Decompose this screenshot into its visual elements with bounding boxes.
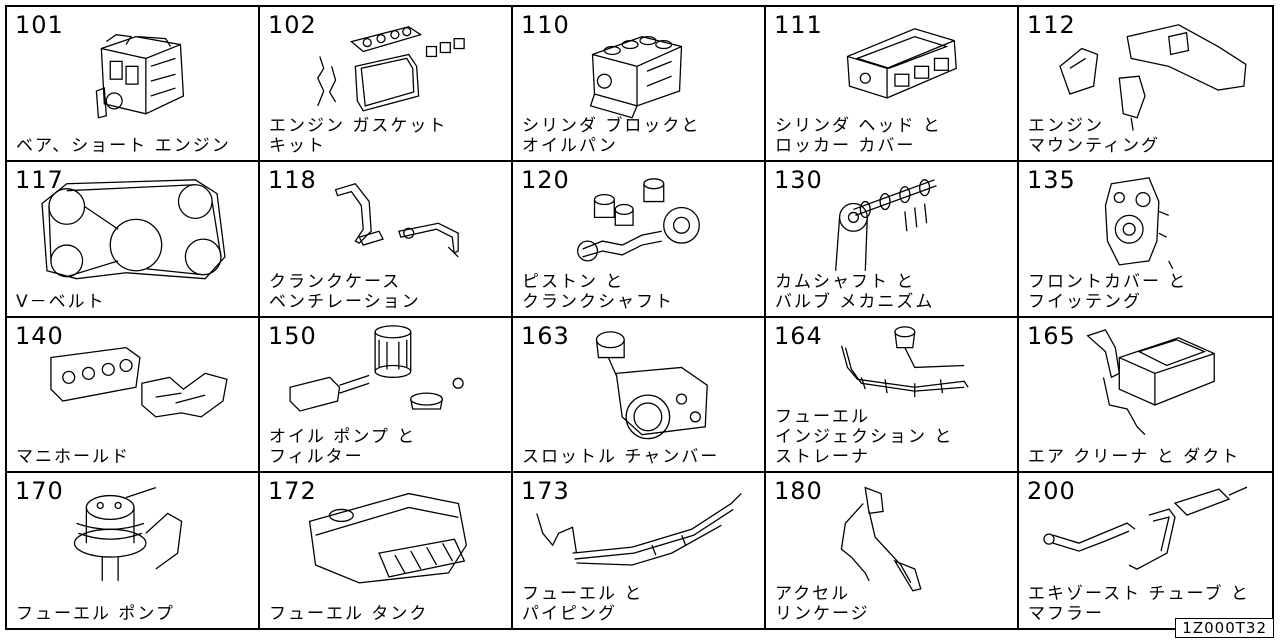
- category-label: カムシャフト とバルブ メカニズム: [775, 271, 935, 312]
- category-number: 117: [15, 166, 64, 195]
- category-number: 101: [15, 11, 64, 39]
- category-label: クランクケースベンチレーション: [269, 271, 421, 312]
- category-label: スロットル チャンバー: [522, 446, 720, 467]
- category-number: 102: [268, 11, 317, 39]
- category-cell-102[interactable]: 102 エンジン ガスケットキット: [260, 7, 513, 163]
- category-cell-163[interactable]: 163 スロットル チャンバー: [513, 317, 766, 473]
- category-number: 111: [774, 11, 823, 39]
- category-label: マニホールド: [16, 446, 130, 467]
- category-label: シリンダ ヘッド とロッカー カバー: [775, 116, 942, 157]
- category-cell-170[interactable]: 170 フューエル ポンプ: [7, 472, 260, 628]
- category-number: 172: [268, 476, 317, 505]
- category-number: 164: [774, 321, 823, 350]
- category-number: 200: [1027, 476, 1076, 505]
- category-cell-111[interactable]: 111 シリンダ ヘッド とロッカー カバー: [766, 7, 1019, 163]
- category-label: ベア、ショート エンジン: [16, 136, 231, 157]
- category-cell-173[interactable]: 173 フューエル とパイピング: [513, 472, 766, 628]
- category-cell-118[interactable]: 118 クランクケースベンチレーション: [260, 162, 513, 318]
- category-label: アクセルリンケージ: [775, 584, 870, 624]
- category-number: 135: [1027, 166, 1076, 195]
- category-cell-172[interactable]: 172 フューエル タンク: [260, 472, 513, 628]
- category-label: エンジン ガスケットキット: [269, 116, 448, 157]
- category-number: 150: [268, 321, 317, 350]
- category-number: 112: [1027, 11, 1076, 39]
- category-cell-150[interactable]: 150 オイル ポンプ とフィルター: [260, 317, 513, 473]
- category-label: オイル ポンプ とフィルター: [269, 426, 417, 467]
- category-number: 118: [268, 166, 317, 195]
- category-cell-135[interactable]: 135 フロントカバー とフイッテング: [1019, 162, 1272, 318]
- category-cell-200[interactable]: 200 エキゾースト チューブ とマフラー: [1019, 472, 1272, 628]
- category-cell-117[interactable]: 117 V－ベルト: [7, 162, 260, 318]
- category-label: エンジンマウンティング: [1028, 116, 1160, 157]
- category-label: フロントカバー とフイッテング: [1028, 271, 1188, 312]
- category-cell-101[interactable]: 101 ベア、ショート エンジン: [7, 7, 260, 163]
- category-cell-180[interactable]: 180 アクセルリンケージ: [766, 472, 1019, 628]
- category-label: シリンダ ブロックとオイルパン: [522, 116, 701, 157]
- category-label: エア クリーナ と ダクト: [1028, 446, 1241, 467]
- category-number: 120: [521, 166, 570, 195]
- category-number: 110: [521, 11, 570, 39]
- category-label: V－ベルト: [16, 291, 106, 312]
- category-number: 163: [521, 321, 570, 350]
- parts-category-grid: 101 ベア、ショート エンジン 102 エンジン ガスケットキット 110: [5, 5, 1274, 630]
- category-cell-140[interactable]: 140 マニホールド: [7, 317, 260, 473]
- category-number: 130: [774, 166, 823, 195]
- category-number: 140: [15, 321, 64, 350]
- catalog-code: 1Z000T32: [1175, 618, 1274, 638]
- category-number: 180: [774, 476, 823, 505]
- category-label: フューエルインジェクション とストレーナ: [775, 406, 954, 467]
- category-cell-112[interactable]: 112 エンジンマウンティング: [1019, 7, 1272, 163]
- category-cell-130[interactable]: 130 カムシャフト とバルブ メカニズム: [766, 162, 1019, 318]
- category-number: 165: [1027, 321, 1076, 350]
- category-label: ピストン とクランクシャフト: [522, 271, 674, 312]
- category-label: フューエル ポンプ: [16, 604, 175, 624]
- category-cell-164[interactable]: 164 フューエルインジェクション とストレーナ: [766, 317, 1019, 473]
- category-cell-110[interactable]: 110 シリンダ ブロックとオイルパン: [513, 7, 766, 163]
- category-label: エキゾースト チューブ とマフラー: [1028, 584, 1250, 624]
- category-cell-165[interactable]: 165 エア クリーナ と ダクト: [1019, 317, 1272, 473]
- category-number: 170: [15, 476, 64, 505]
- category-label: フューエル とパイピング: [522, 584, 644, 624]
- category-cell-120[interactable]: 120 ピストン とクランクシャフト: [513, 162, 766, 318]
- category-number: 173: [521, 476, 570, 505]
- category-label: フューエル タンク: [269, 604, 429, 624]
